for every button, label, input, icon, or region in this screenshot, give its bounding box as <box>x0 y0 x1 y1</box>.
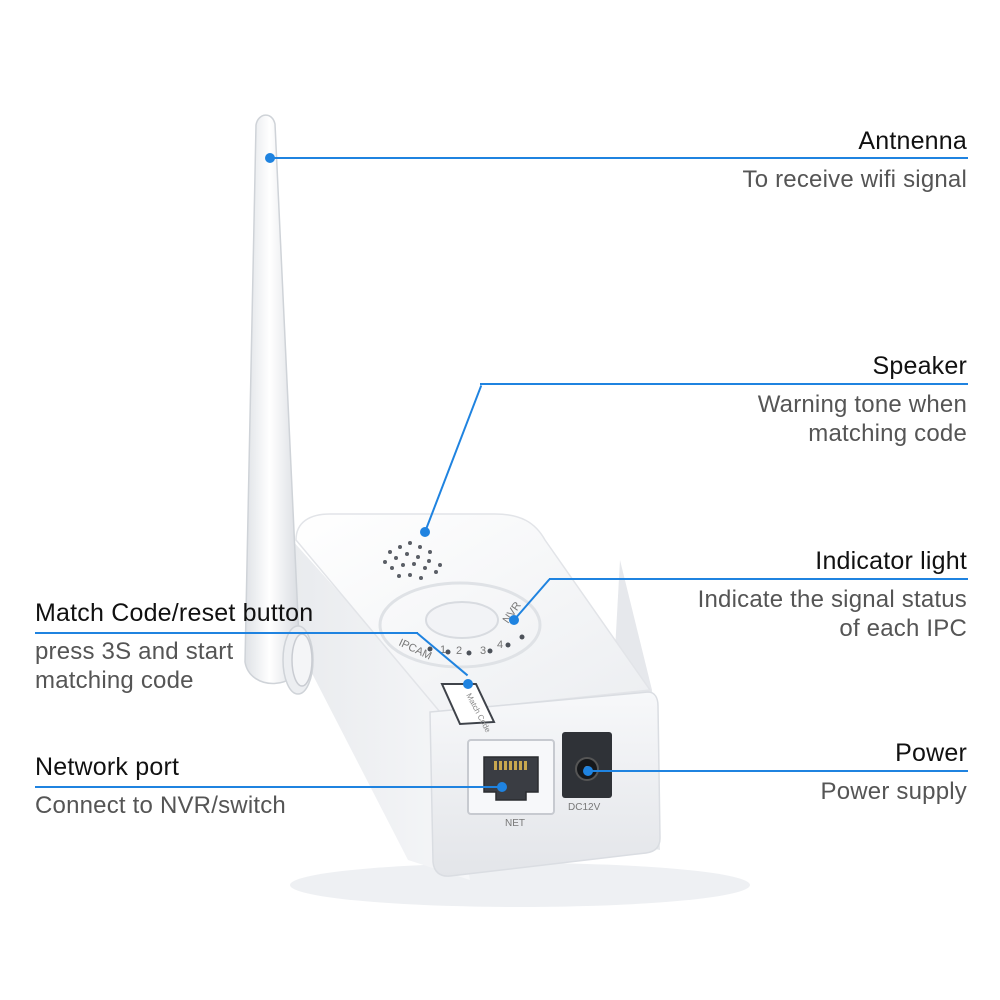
power-title: Power <box>895 739 967 767</box>
network-desc: Connect to NVR/switch <box>35 792 286 819</box>
network-pointer-dot <box>497 782 507 792</box>
indicator-ring-inner <box>425 601 499 639</box>
led-label-3: 3 <box>480 645 486 657</box>
match-leader-line <box>35 632 418 634</box>
match-desc-line-2: matching code <box>35 666 194 694</box>
match-pointer-dot <box>463 679 473 689</box>
callout-speaker: Speaker Warning tone when matching code <box>758 351 967 449</box>
power-leader-line <box>588 770 968 772</box>
antenna-leader-line <box>270 157 968 159</box>
led-label-2: 2 <box>456 645 462 657</box>
indicator-title: Indicator light <box>815 547 967 575</box>
indicator-leader-line <box>549 578 968 580</box>
network-leader-line <box>35 786 503 788</box>
callout-antenna: Antnenna To receive wifi signal <box>743 126 968 195</box>
led-label-4: 4 <box>497 639 503 651</box>
network-title: Network port <box>35 753 180 781</box>
led-label-1: 1 <box>440 644 446 656</box>
speaker-desc-line-2: matching code <box>808 419 967 447</box>
callout-network: Network port Connect to NVR/switch <box>35 752 286 821</box>
match-title: Match Code/reset button <box>35 599 314 627</box>
callout-match-code: Match Code/reset button press 3S and sta… <box>35 598 313 696</box>
network-port-label: NET <box>505 818 525 829</box>
speaker-desc-line-1: Warning tone when <box>757 391 967 418</box>
speaker-grille <box>383 541 442 580</box>
antenna-title: Antnenna <box>858 127 967 155</box>
device-left-face <box>292 540 470 880</box>
indicator-desc-line-1: Indicate the signal status <box>697 586 967 613</box>
match-desc-line-1: press 3S and start <box>35 638 234 665</box>
speaker-title: Speaker <box>872 352 967 380</box>
antenna-desc: To receive wifi signal <box>742 166 967 193</box>
indicator-leds <box>427 634 525 656</box>
side-reset-button[interactable] <box>291 633 313 687</box>
power-port-label: DC12V <box>568 802 601 813</box>
indicator-desc-line-2: of each IPC <box>839 614 967 642</box>
callout-indicator: Indicator light Indicate the signal stat… <box>698 546 967 644</box>
speaker-leader-line <box>480 383 968 385</box>
network-port-pins <box>494 761 527 770</box>
callout-power: Power Power supply <box>821 738 967 807</box>
device-shadow <box>290 863 750 907</box>
power-desc: Power supply <box>820 778 967 805</box>
